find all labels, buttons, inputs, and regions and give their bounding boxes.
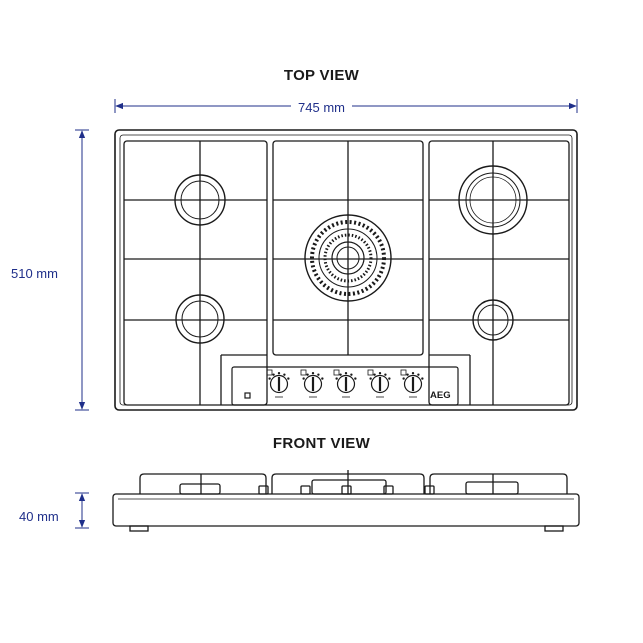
small-burner-icon bbox=[266, 369, 273, 376]
burner-front-right bbox=[472, 299, 514, 341]
front-view-title: FRONT VIEW bbox=[272, 435, 371, 452]
height-dimension-label: 510 mm bbox=[11, 264, 58, 283]
front-foot-left bbox=[129, 525, 149, 532]
front-knobs bbox=[258, 485, 435, 495]
front-burner-caps bbox=[179, 479, 519, 495]
control-knob[interactable] bbox=[402, 372, 424, 394]
brand-logo: AEG bbox=[430, 390, 451, 401]
burner-rear-left bbox=[174, 174, 226, 226]
front-view-hob bbox=[112, 470, 580, 532]
control-knob[interactable] bbox=[369, 372, 391, 394]
control-panel bbox=[231, 366, 459, 406]
burner-front-left bbox=[175, 294, 225, 344]
control-knob[interactable] bbox=[268, 372, 290, 394]
control-knob[interactable] bbox=[335, 372, 357, 394]
indicator-icon bbox=[244, 392, 251, 399]
front-knob bbox=[424, 485, 435, 495]
front-foot-right bbox=[544, 525, 564, 532]
width-dimension-label: 745 mm bbox=[0, 100, 643, 115]
wok-burner-icon bbox=[333, 369, 340, 376]
large-burner-icon bbox=[367, 369, 374, 376]
height-dimension-line bbox=[75, 129, 89, 411]
hob-outline bbox=[114, 129, 578, 411]
depth-dimension-line bbox=[75, 492, 89, 529]
front-knob bbox=[341, 485, 352, 495]
front-knob bbox=[300, 485, 311, 495]
wok-burner-centre bbox=[304, 214, 392, 302]
medium-burner-icon bbox=[400, 369, 407, 376]
medium-burner-icon bbox=[300, 369, 307, 376]
pan-support-centre bbox=[272, 140, 424, 356]
depth-dimension-label: 40 mm bbox=[19, 509, 59, 524]
top-view-hob bbox=[114, 129, 578, 411]
pan-support-right bbox=[428, 140, 570, 406]
pan-support-left bbox=[123, 140, 268, 406]
control-knobs bbox=[244, 369, 424, 399]
burner-rear-right bbox=[458, 165, 528, 235]
front-knob bbox=[258, 485, 269, 495]
top-view-title: TOP VIEW bbox=[283, 67, 360, 84]
front-knob bbox=[383, 485, 394, 495]
control-knob[interactable] bbox=[302, 372, 324, 394]
